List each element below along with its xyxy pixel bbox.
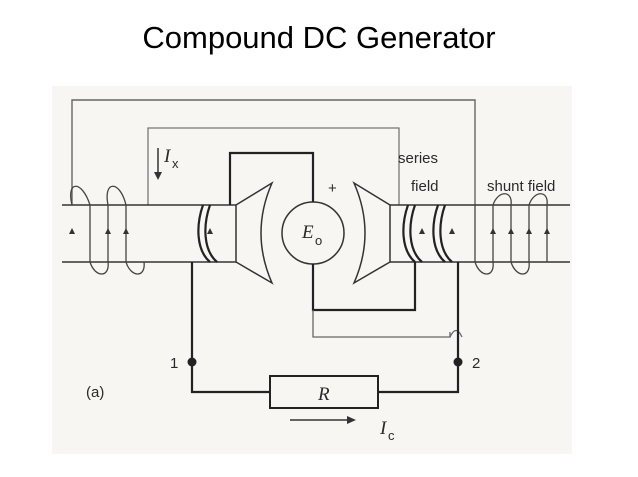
shunt-loop-wire: [71, 99, 476, 205]
node-1-label: 1: [170, 355, 178, 372]
load-resistor: [269, 375, 379, 409]
coil-current-arrows: [69, 228, 550, 234]
ix-label: I: [163, 146, 172, 167]
resistor-label: R: [317, 384, 330, 405]
right-shunt-coil: [474, 193, 548, 275]
wire-crossover: [449, 329, 463, 338]
right-pole-shoe: [352, 181, 391, 285]
ic-arrow-head: [347, 416, 356, 424]
series-field-label-1: series: [398, 150, 438, 167]
ix-loop-wire: [147, 127, 400, 205]
right-series-coil-1: [402, 204, 423, 263]
page-title: Compound DC Generator: [142, 20, 496, 55]
emf-subscript: o: [315, 233, 322, 248]
shunt-return-wire: [312, 310, 451, 338]
shunt-field-label: shunt field: [487, 178, 555, 195]
left-pole-shoe: [235, 181, 274, 285]
ix-arrow-head: [154, 172, 162, 180]
part-a-label: (a): [86, 384, 104, 401]
right-series-coil-2: [432, 204, 453, 263]
ic-subscript: c: [388, 428, 395, 443]
series-field-label-2: field: [411, 178, 439, 195]
ic-label: I: [379, 418, 388, 439]
plus-sign: +: [328, 180, 337, 197]
node-2-label: 2: [472, 355, 480, 372]
load-wire-left: [190, 262, 270, 394]
load-wire-right: [378, 262, 460, 394]
ix-subscript: x: [172, 156, 179, 171]
armature-top-lead: [228, 151, 315, 205]
emf-label: E: [301, 222, 314, 243]
armature-bottom-lead: [311, 262, 417, 312]
node-2-dot: [453, 357, 463, 367]
left-series-coil: [197, 204, 218, 263]
node-1-dot: [187, 357, 197, 367]
